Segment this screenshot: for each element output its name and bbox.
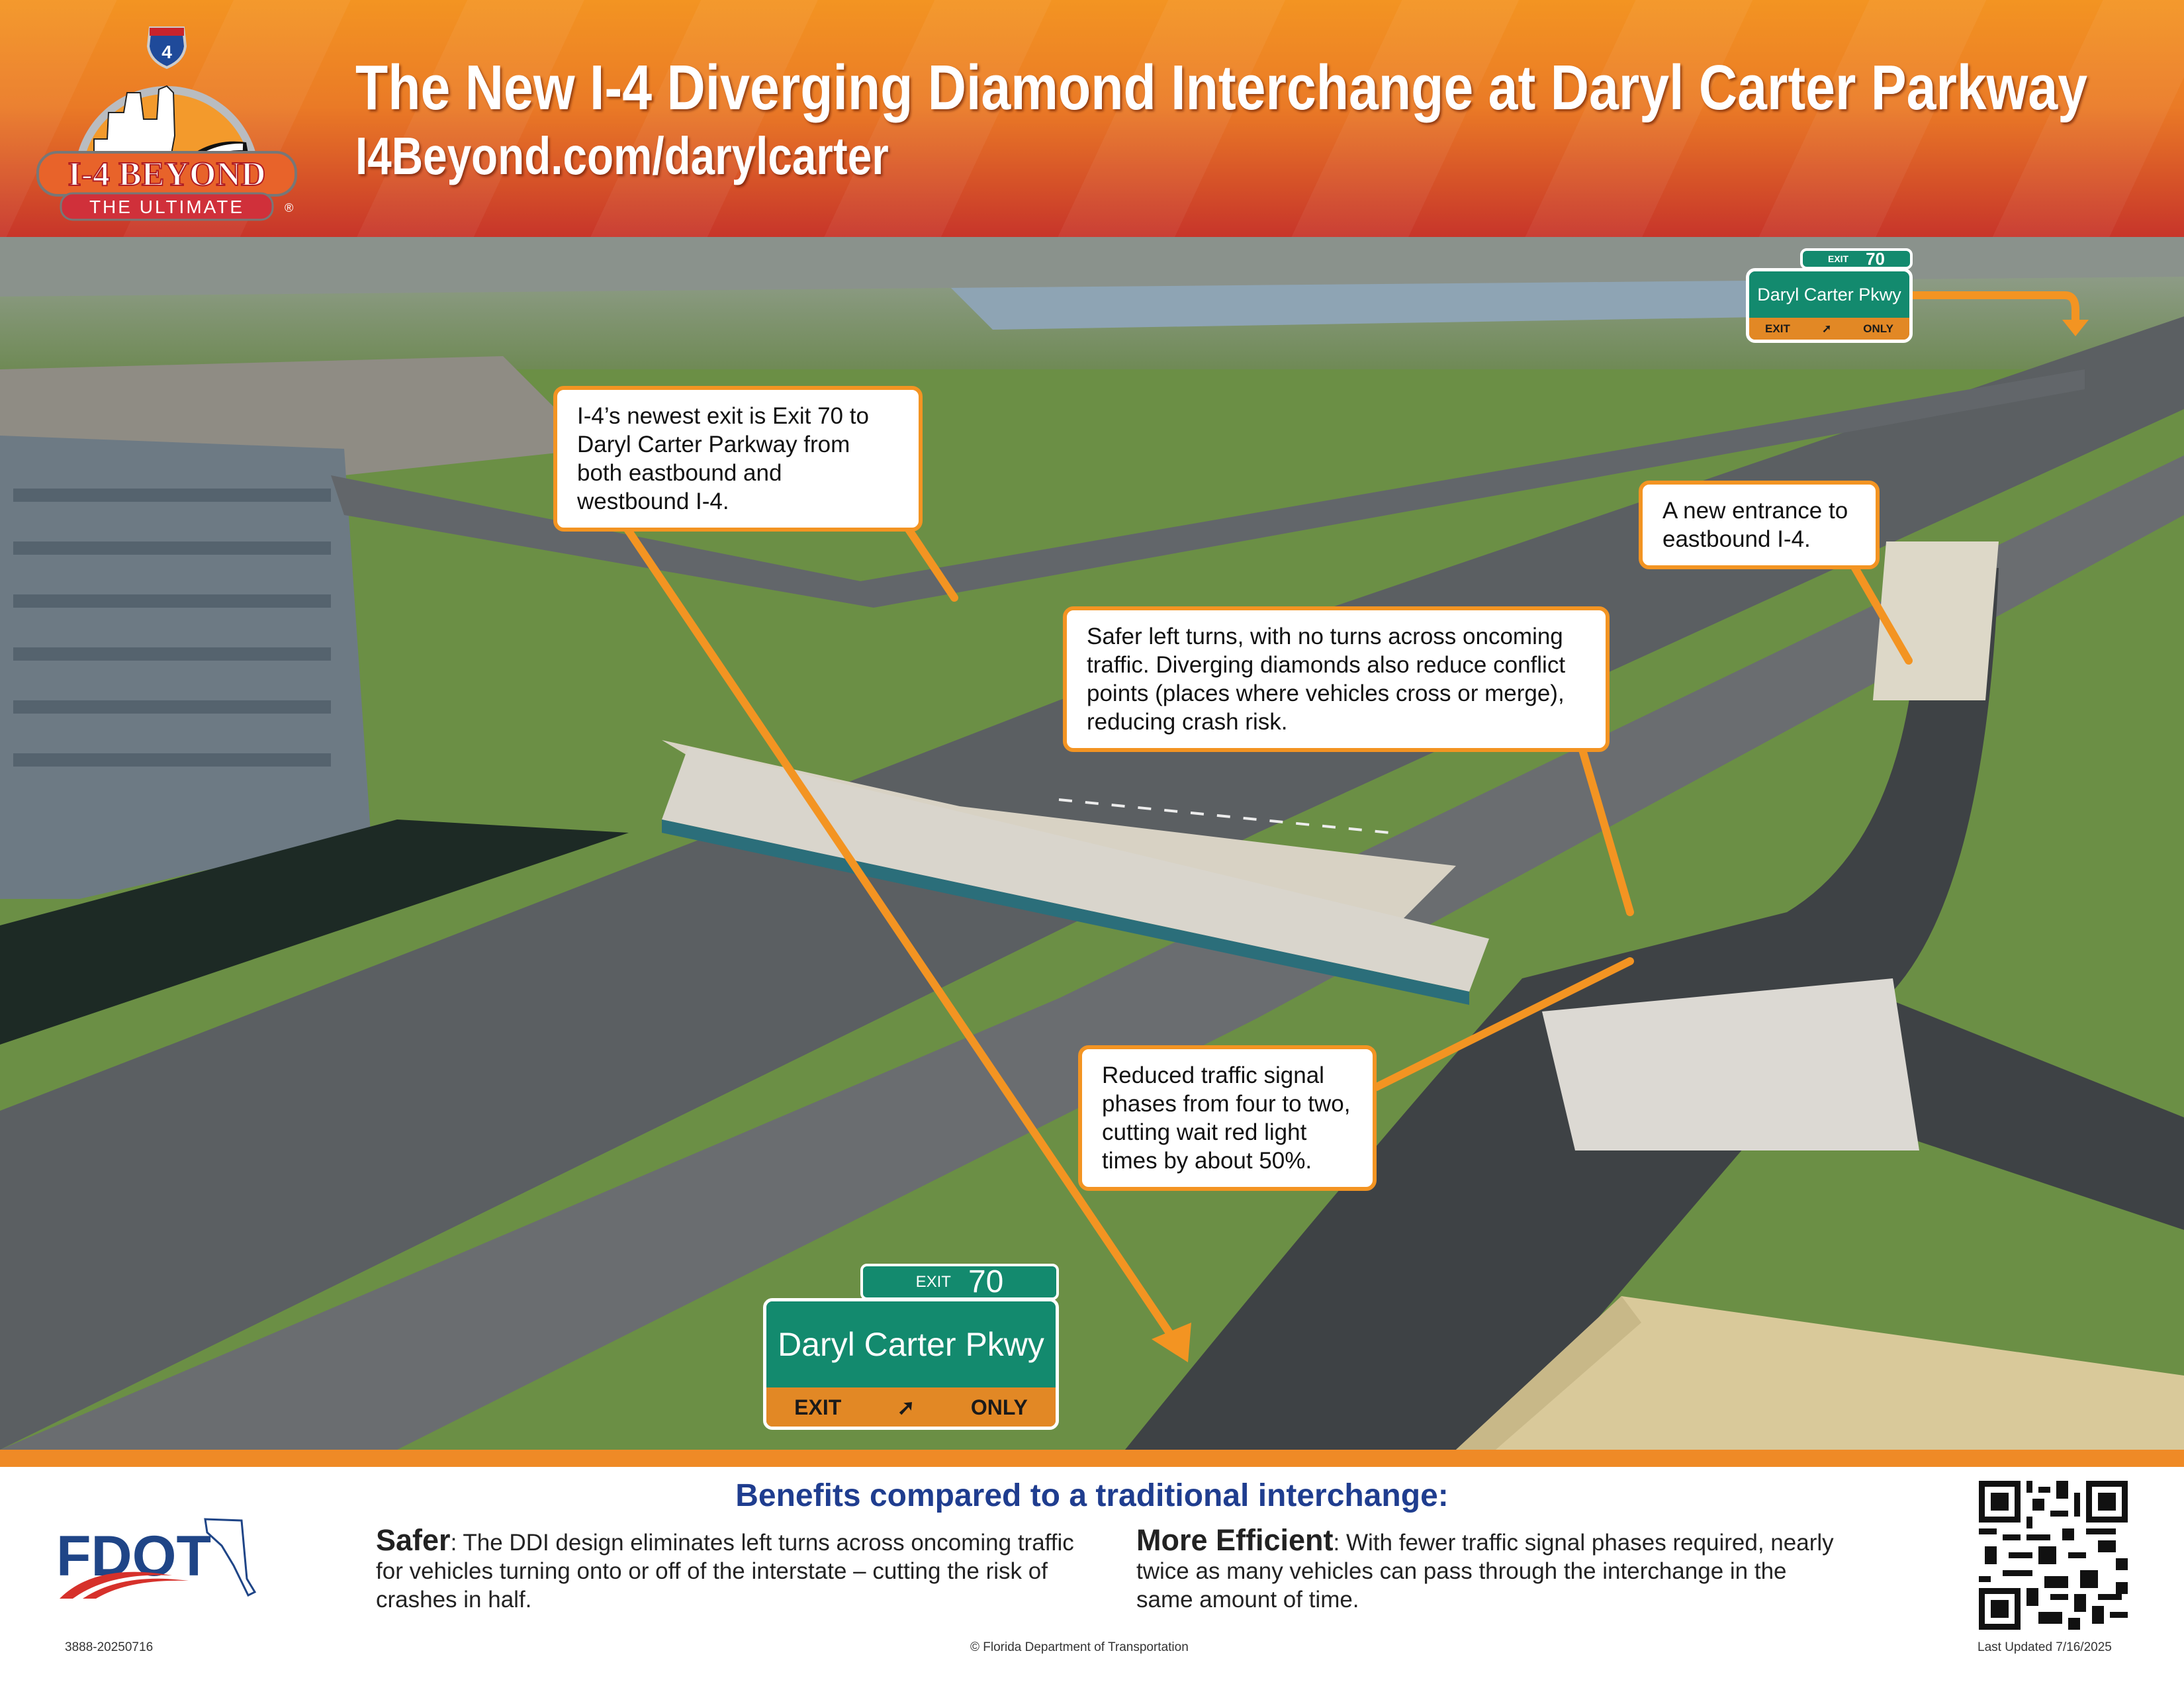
aerial-photo: I-4’s newest exit is Exit 70 to Daryl Ca… bbox=[0, 237, 2184, 1450]
safer-label: Safer bbox=[376, 1523, 451, 1557]
footer-divider bbox=[0, 1450, 2184, 1467]
strip-left: EXIT bbox=[794, 1395, 842, 1419]
strip-right: ONLY bbox=[970, 1395, 1028, 1419]
exit-number: 70 bbox=[1866, 248, 1886, 269]
arrowhead-icon bbox=[1152, 1323, 1191, 1362]
callout-new-entrance: A new entrance to eastbound I-4. bbox=[1639, 481, 1880, 569]
interstate-shield-icon: 4 bbox=[146, 26, 187, 70]
efficient-label: More Efficient bbox=[1136, 1523, 1334, 1557]
i4-beyond-logo: 4 I-4 BEYOND THE ULTIMATE ® bbox=[36, 26, 297, 221]
callout-leader-lines bbox=[605, 291, 2089, 1362]
page-title: The New I-4 Diverging Diamond Interchang… bbox=[355, 52, 2088, 123]
last-updated: Last Updated 7/16/2025 bbox=[1978, 1640, 2112, 1654]
safer-text: : The DDI design eliminates left turns a… bbox=[376, 1530, 1074, 1613]
callout-signal-phases: Reduced traffic signal phases from four … bbox=[1078, 1045, 1377, 1191]
arrowhead-icon bbox=[2062, 320, 2089, 336]
qr-code[interactable] bbox=[1979, 1481, 2128, 1630]
exit-destination: Daryl Carter Pkwy bbox=[1749, 271, 1909, 318]
exit-label: EXIT bbox=[915, 1272, 951, 1291]
website-link[interactable]: I4Beyond.com/darylcarter bbox=[355, 126, 889, 185]
document-id: 3888-20250716 bbox=[65, 1640, 154, 1654]
benefits-heading: Benefits compared to a traditional inter… bbox=[735, 1478, 1449, 1513]
efficient-benefit: More Efficient: With fewer traffic signa… bbox=[1136, 1523, 1838, 1614]
strip-left: EXIT bbox=[1765, 322, 1790, 335]
callout-safer-left-turns: Safer left turns, with no turns across o… bbox=[1063, 606, 1610, 752]
arrow-up-right-icon: ➚ bbox=[897, 1395, 915, 1419]
exit-sign-large: EXIT 70 Daryl Carter Pkwy EXIT ➚ ONLY bbox=[763, 1264, 1059, 1430]
copyright: © Florida Department of Transportation bbox=[970, 1640, 1189, 1654]
svg-text:4: 4 bbox=[161, 42, 172, 62]
fdot-logo: FDOT bbox=[56, 1518, 257, 1599]
svg-text:THE ULTIMATE: THE ULTIMATE bbox=[89, 197, 244, 217]
exit-label: EXIT bbox=[1827, 254, 1849, 264]
arrow-up-right-icon: ➚ bbox=[1821, 322, 1832, 335]
svg-text:FDOT: FDOT bbox=[56, 1524, 211, 1588]
svg-text:I-4 BEYOND: I-4 BEYOND bbox=[68, 156, 265, 193]
svg-text:®: ® bbox=[285, 201, 293, 214]
strip-right: ONLY bbox=[1863, 322, 1893, 335]
exit-sign-small: EXIT 70 Daryl Carter Pkwy EXIT ➚ ONLY bbox=[1746, 248, 1913, 343]
callout-new-exit: I-4’s newest exit is Exit 70 to Daryl Ca… bbox=[553, 386, 923, 532]
header-banner: 4 I-4 BEYOND THE ULTIMATE ® The New I-4 … bbox=[0, 0, 2184, 237]
exit-number: 70 bbox=[968, 1264, 1004, 1299]
exit-destination: Daryl Carter Pkwy bbox=[766, 1301, 1056, 1387]
safer-benefit: Safer: The DDI design eliminates left tu… bbox=[376, 1523, 1077, 1614]
efficient-text: : With fewer traffic signal phases requi… bbox=[1136, 1530, 1834, 1613]
